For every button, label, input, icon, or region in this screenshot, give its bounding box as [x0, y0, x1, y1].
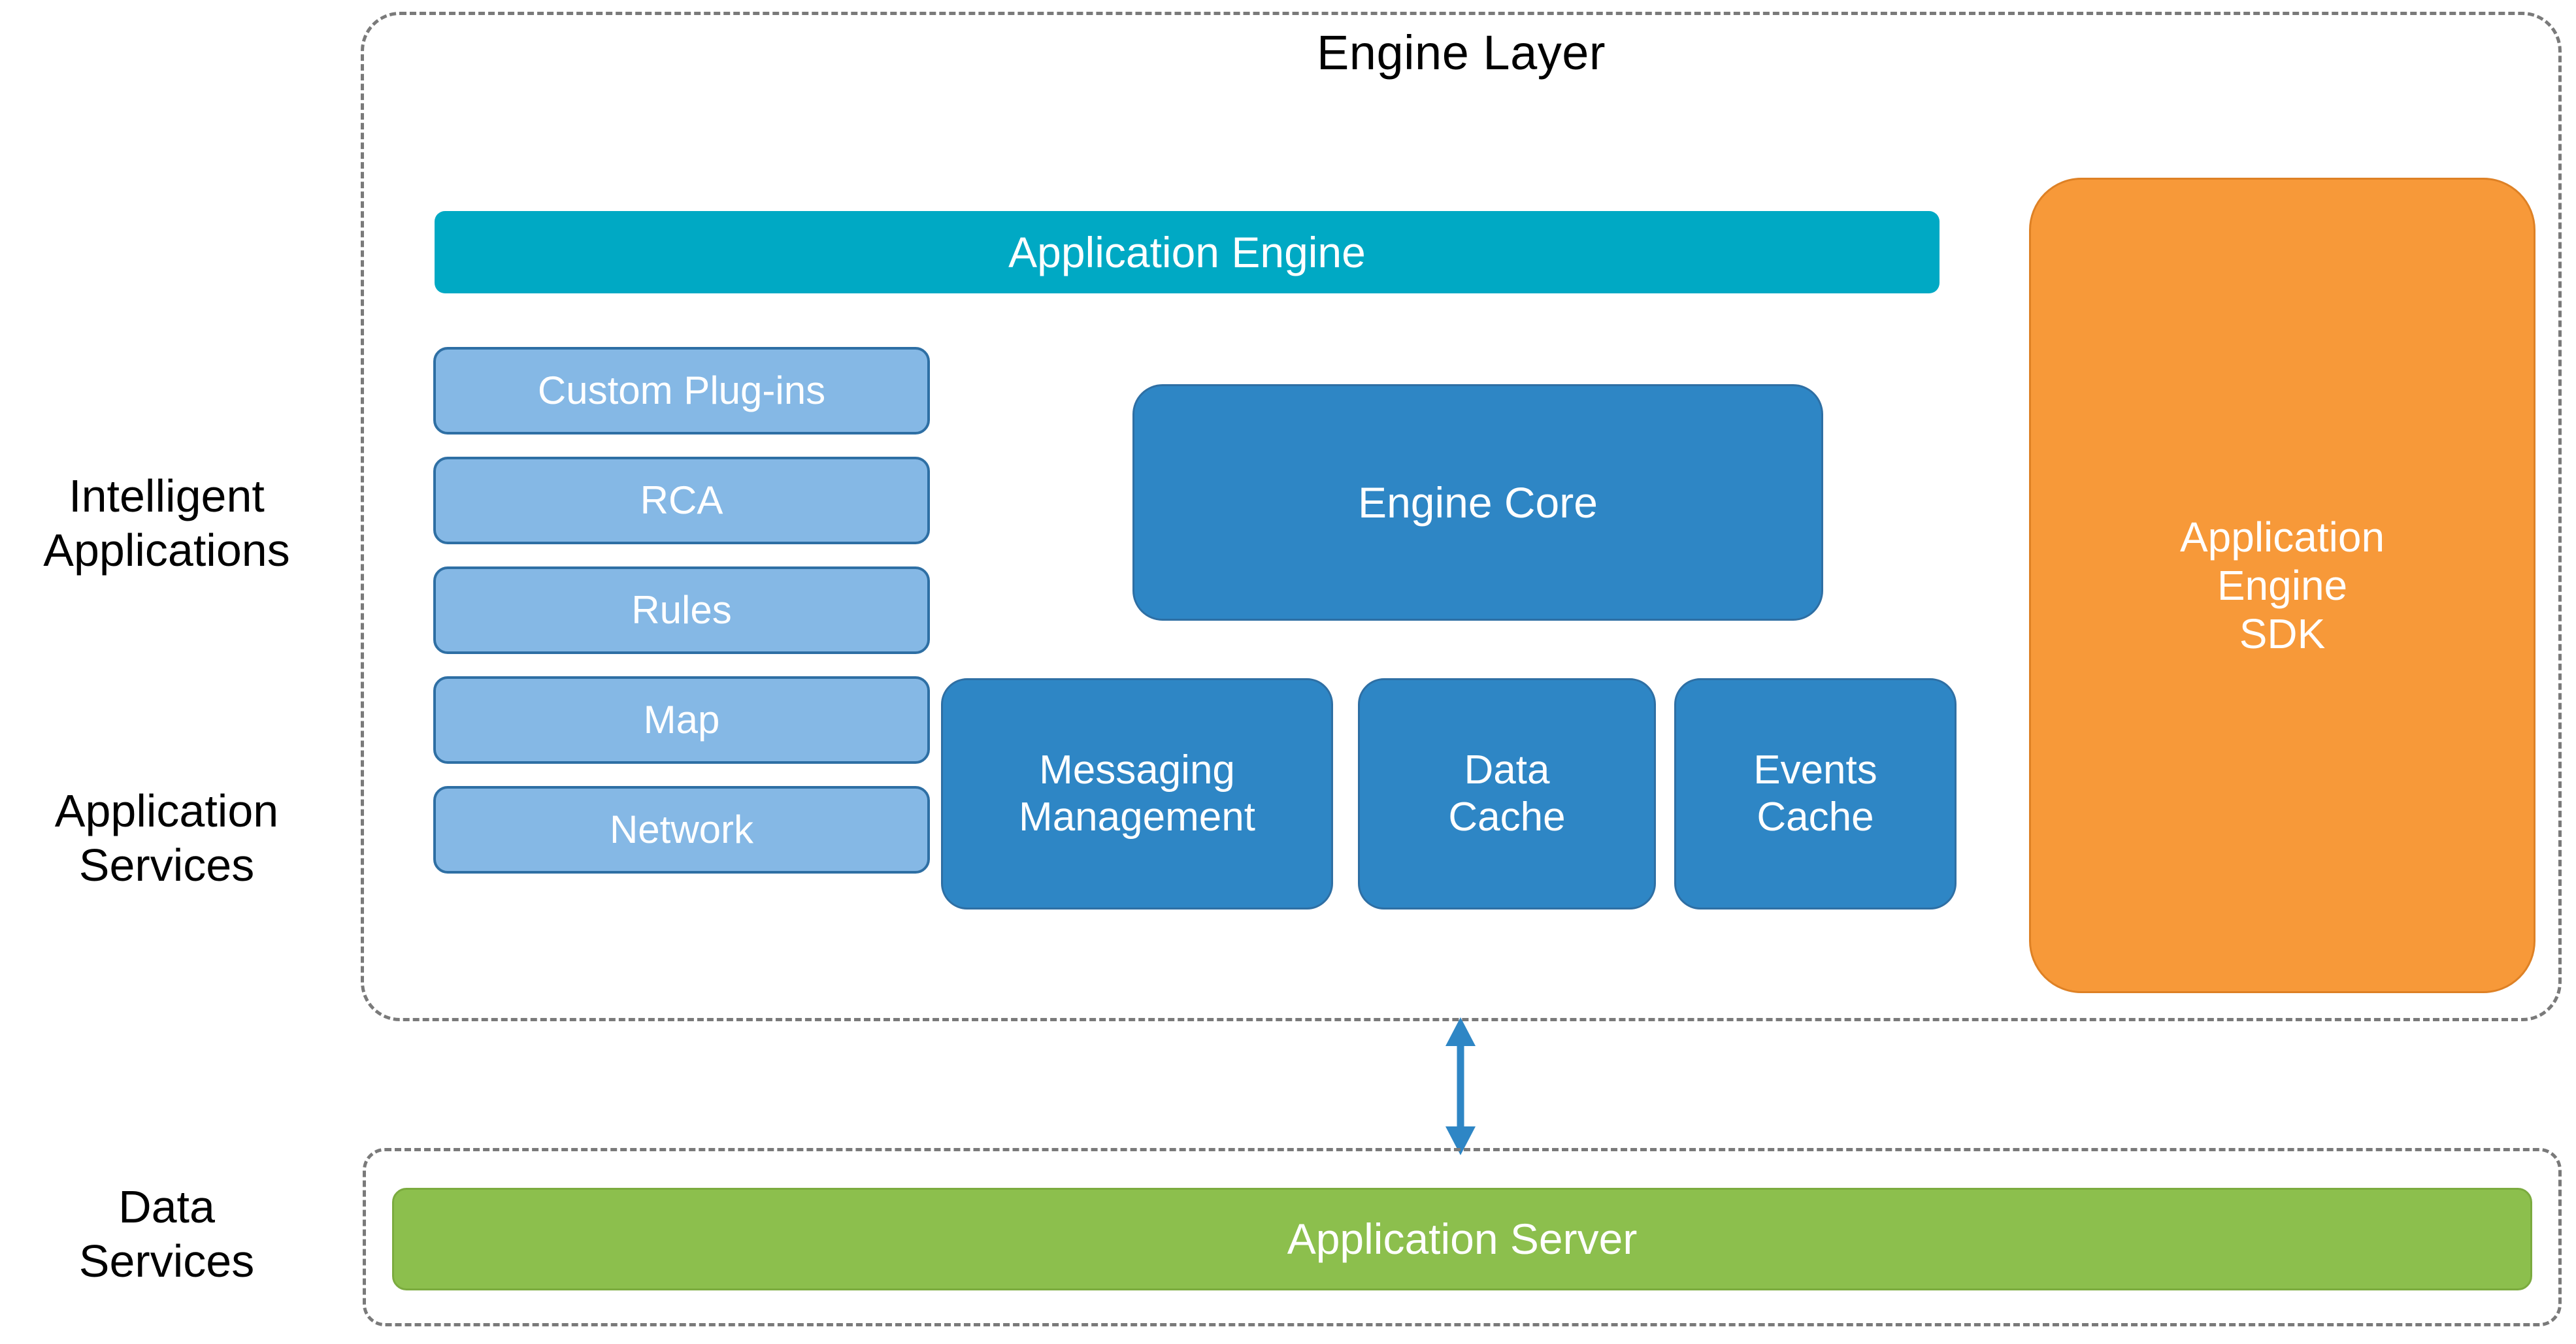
block-application-engine-sdk[interactable]: Application Engine SDK — [2029, 178, 2535, 993]
row-label-data-services: Data Services — [78, 1181, 255, 1287]
block-network[interactable]: Network — [433, 786, 930, 874]
data-services-container — [363, 1148, 2562, 1326]
block-data-cache[interactable]: Data Cache — [1358, 678, 1656, 910]
block-events-cache[interactable]: Events Cache — [1674, 678, 1957, 910]
block-engine-core[interactable]: Engine Core — [1132, 384, 1823, 621]
block-application-server[interactable]: Application Server — [392, 1188, 2532, 1290]
engine-layer-title: Engine Layer — [1316, 25, 1606, 80]
application-engine-block[interactable]: Application Engine — [435, 211, 1940, 293]
block-custom-plug-ins[interactable]: Custom Plug-ins — [433, 347, 930, 434]
block-messaging-management[interactable]: Messaging Management — [941, 678, 1333, 910]
row-label-intelligent-applications: Intelligent Applications — [43, 470, 290, 576]
row-label-application-services: Application Services — [54, 785, 279, 891]
block-map[interactable]: Map — [433, 676, 930, 764]
block-rules[interactable]: Rules — [433, 566, 930, 654]
bidirectional-arrow-icon — [1445, 1017, 1476, 1155]
block-rca[interactable]: RCA — [433, 457, 930, 544]
